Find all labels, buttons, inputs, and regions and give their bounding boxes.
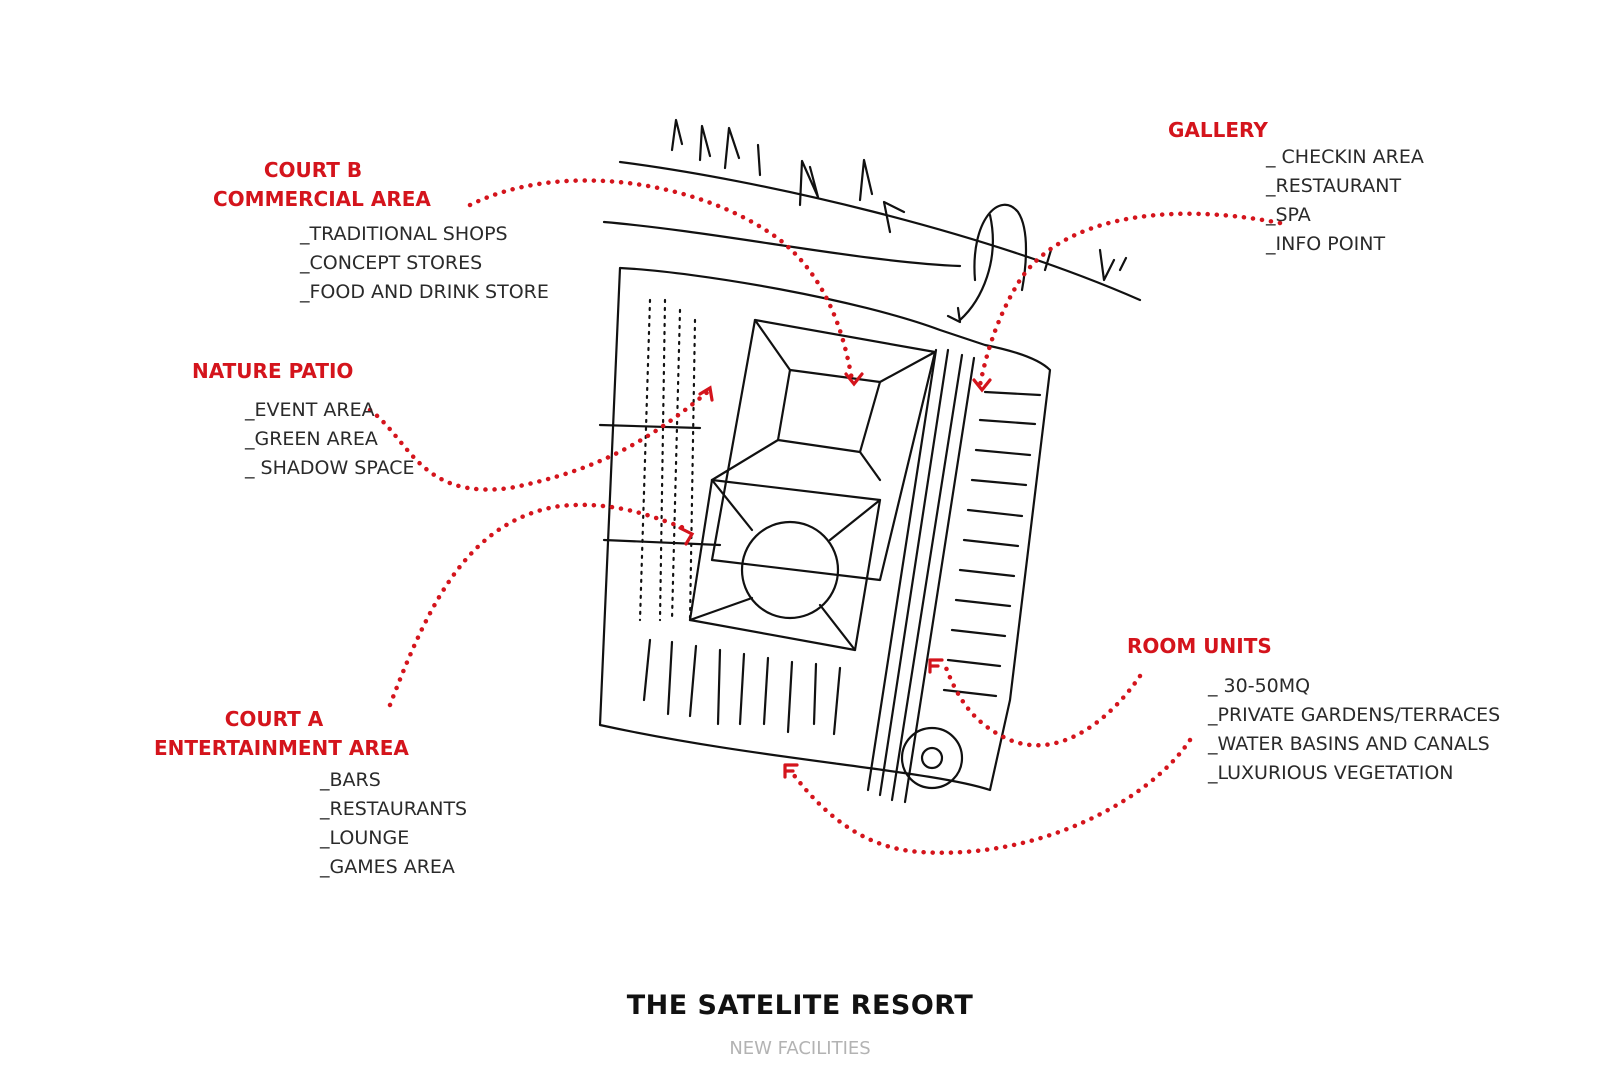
list-item: _INFO POINT	[1266, 233, 1386, 255]
road-line-2	[602, 220, 962, 268]
court-a-diagonals	[688, 478, 882, 652]
list-item: _SPA	[1266, 204, 1311, 226]
leader-room-units-2	[787, 737, 1193, 855]
list-item: _GAMES AREA	[320, 856, 455, 878]
road-line	[618, 160, 1142, 302]
court-b-subtitle: COMMERCIAL AREA	[213, 187, 431, 211]
gate-arch	[973, 203, 1028, 292]
court-a-heading: COURT A ENTERTAINMENT AREA	[154, 705, 409, 763]
nature-patio-title: NATURE PATIO	[192, 359, 354, 383]
list-item: _FOOD AND DRINK STORE	[300, 281, 549, 303]
trees-right	[1043, 248, 1128, 282]
gate-arrow	[946, 213, 994, 324]
list-item: _RESTAURANT	[1266, 175, 1402, 197]
patio-stipple	[638, 298, 697, 622]
gallery-heading: GALLERY	[1168, 116, 1268, 145]
diagram-title: THE SATELITE RESORT	[626, 990, 974, 1021]
court-b-frame	[710, 318, 937, 582]
leader-nature-patio	[367, 387, 713, 492]
list-item: _GREEN AREA	[245, 428, 378, 450]
list-item: _ 30-50MQ	[1208, 675, 1311, 697]
nature-patio-heading: NATURE PATIO	[192, 357, 353, 386]
gallery-title: GALLERY	[1168, 118, 1268, 142]
room-units-title: ROOM UNITS	[1127, 634, 1272, 658]
list-item: _PRIVATE GARDENS/TERRACES	[1208, 704, 1501, 726]
court-b-heading: COURT B COMMERCIAL AREA	[213, 156, 431, 214]
court-a-frame	[688, 478, 882, 652]
list-item: _WATER BASINS AND CANALS	[1208, 733, 1490, 755]
list-item: _ SHADOW SPACE	[245, 457, 415, 479]
list-item: _LUXURIOUS VEGETATION	[1208, 762, 1454, 784]
court-a-list: _BARS _RESTAURANTS _LOUNGE _GAMES AREA	[320, 766, 467, 882]
trees-left	[670, 118, 906, 234]
list-item: _EVENT AREA	[245, 399, 375, 421]
list-item: _TRADITIONAL SHOPS	[300, 223, 508, 245]
court-a-round	[740, 520, 840, 620]
leader-room-units	[942, 662, 1143, 748]
court-a-title: COURT A	[224, 707, 324, 731]
court-b-list: _TRADITIONAL SHOPS _CONCEPT STORES _FOOD…	[300, 220, 549, 307]
leader-court-a	[387, 502, 693, 708]
garden-stripes	[642, 638, 842, 736]
room-stripes	[942, 390, 1042, 698]
nature-patio-list: _EVENT AREA _GREEN AREA _ SHADOW SPACE	[245, 396, 415, 483]
court-b-inner	[776, 368, 882, 454]
pool	[900, 726, 964, 790]
leader-gallery	[977, 211, 1283, 388]
list-item: _RESTAURANTS	[320, 798, 468, 820]
room-units-list: _ 30-50MQ _PRIVATE GARDENS/TERRACES _WAT…	[1208, 672, 1500, 788]
court-b-diagonals	[710, 318, 937, 482]
list-item: _CONCEPT STORES	[300, 252, 483, 274]
diagram-subtitle: NEW FACILITIES	[729, 1038, 871, 1059]
court-a-subtitle: ENTERTAINMENT AREA	[154, 736, 409, 760]
list-item: _BARS	[320, 769, 381, 791]
leader-court-b	[467, 178, 855, 383]
site-boundary	[598, 266, 1052, 792]
gallery-list: _ CHECKIN AREA _RESTAURANT _SPA _INFO PO…	[1266, 143, 1424, 259]
corridor-lines	[866, 348, 976, 804]
list-item: _ CHECKIN AREA	[1266, 146, 1424, 168]
list-item: _LOUNGE	[320, 827, 410, 849]
court-b-title: COURT B	[263, 158, 363, 182]
room-units-heading: ROOM UNITS	[1127, 632, 1272, 661]
